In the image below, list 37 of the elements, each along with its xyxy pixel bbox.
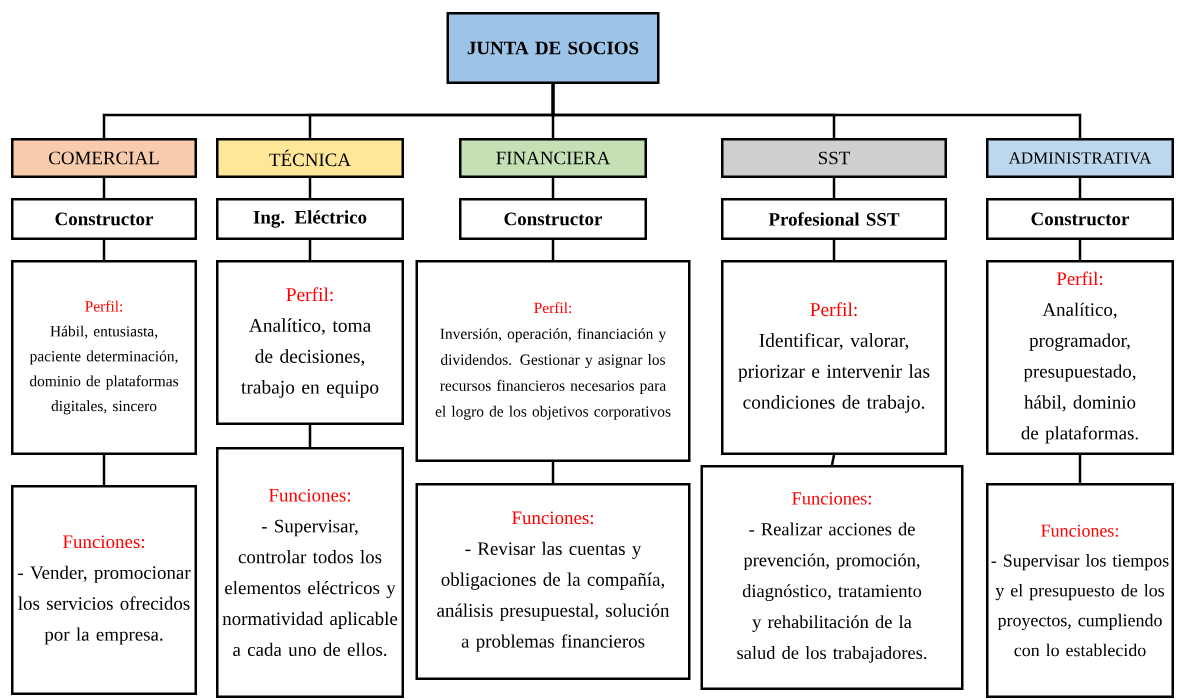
role-box: Constructor — [459, 198, 647, 240]
connector-line — [102, 455, 106, 485]
role-box: Profesional SST — [721, 198, 947, 240]
functions-box: Funciones: - Supervisar los tiempos y el presupuesto de los proyectos, cumpliendo con lo establecido — [986, 483, 1174, 698]
profile-box: Perfil: Analítico, programador, presupuestado, hábil, dominio de plataformas. — [986, 260, 1174, 455]
department-box: ADMINISTRATIVA — [986, 138, 1174, 178]
role-box: Constructor — [11, 198, 197, 240]
connector-line — [308, 178, 312, 198]
root-box: JUNTA DE SOCIOS — [446, 12, 660, 84]
department-box: TÉCNICA — [216, 138, 404, 178]
profile-box: Perfil: Analítico, toma de decisiones, trabajo en equipo — [216, 260, 404, 425]
connector-line — [832, 240, 836, 260]
connector-line — [1078, 178, 1082, 198]
functions-box: Funciones: - Vender, promocionar los servicios ofrecidos por la empresa. — [11, 485, 197, 695]
connector-line — [551, 240, 555, 260]
connector-line — [1078, 455, 1082, 483]
profile-box: Perfil: Hábil, entusiasta, paciente determinación, dominio de plataformas digitales, sincero — [11, 260, 197, 455]
connector-line — [832, 178, 836, 198]
functions-box: Funciones: - Revisar las cuentas y obligaciones de la compañía, análisis presupuestal, solución a problemas financieros — [415, 483, 691, 680]
department-box: FINANCIERA — [459, 138, 647, 178]
connector-line — [551, 462, 555, 483]
department-box: COMERCIAL — [11, 138, 197, 178]
role-box: Ing. Eléctrico — [216, 198, 404, 240]
functions-box: Funciones: - Realizar acciones de prevención, promoción, diagnóstico, tratamiento y rehabilitación de la salud de los trabajadores. — [700, 465, 964, 690]
connector-line — [102, 178, 106, 198]
connector-line — [102, 240, 106, 260]
connector-line — [551, 178, 555, 198]
profile-box: Perfil: Inversión, operación, financiación y dividendos. Gestionar y asignar los recursos financieros necesarios para el logro de los objetivos corporativos — [415, 260, 691, 462]
connector-line — [1078, 240, 1082, 260]
role-box: Constructor — [986, 198, 1174, 240]
department-box: SST — [721, 138, 947, 178]
functions-box: Funciones: - Supervisar, controlar todos los elementos eléctricos y normatividad aplicable a cada uno de ellos. — [216, 447, 404, 698]
connector-line — [551, 84, 1082, 138]
connector-line — [830, 454, 836, 466]
profile-box: Perfil: Identificar, valorar, priorizar e intervenir las condiciones de trabajo. — [721, 260, 947, 455]
connector-line — [308, 425, 312, 447]
connector-line — [308, 240, 312, 260]
